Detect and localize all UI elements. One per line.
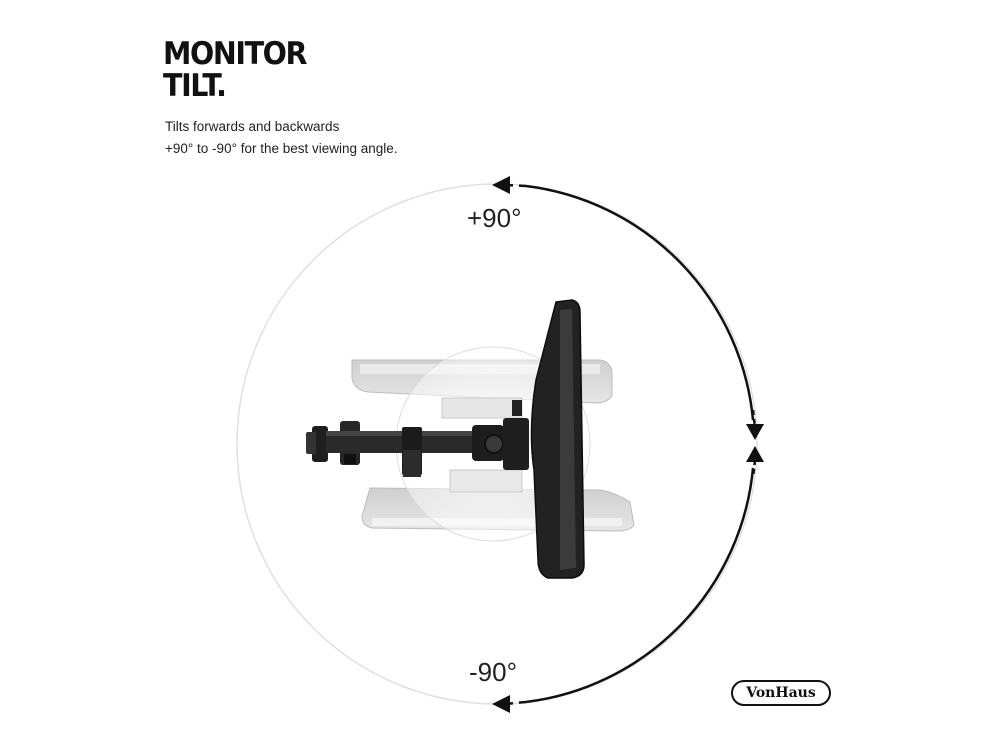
arrow-down-left-icon [492,695,510,713]
description-line-2: +90° to -90° for the best viewing angle. [165,141,398,156]
angle-label-bottom: -90° [469,657,517,687]
arrow-up-icon [746,446,764,462]
arrow-down-icon [746,424,764,440]
description-line-1: Tilts forwards and backwards [165,119,340,134]
headline: MONITOR TILT. [163,36,307,104]
monitor-profile [530,299,585,579]
arrowheads [492,176,764,713]
description: Tilts forwards and backwards +90° to -90… [165,116,398,160]
brand-logo: VonHaus [731,680,831,706]
arrow-up-left-icon [492,176,510,194]
headline-line-1: MONITOR [163,36,307,72]
angle-label-top: +90° [467,203,522,233]
headline-line-2: TILT. [163,68,227,104]
monitor-arm [306,400,529,477]
